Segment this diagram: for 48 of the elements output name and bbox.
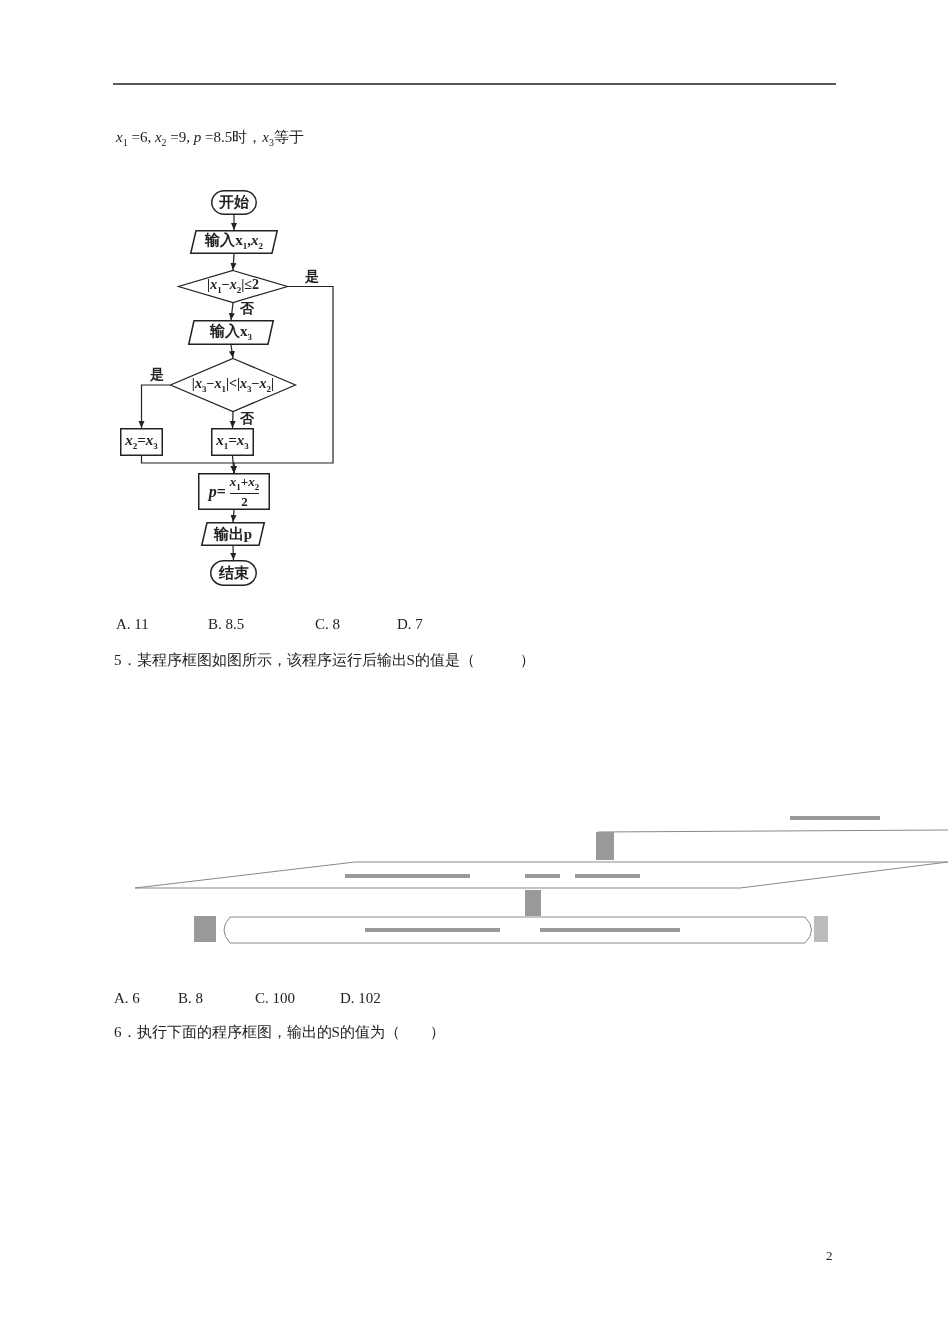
process-box [198, 473, 270, 510]
answer-option: C. 100 [255, 990, 295, 1007]
node-text: |x$_{1}$−x$_{2}$|≤2 [207, 278, 259, 295]
node-text: |x$_{3}$−x$_{1}$|<|x$_{3}$−x$_{2}$| [191, 376, 275, 394]
fraction-numerator: x$_{1}$+x$_{2}$ [229, 475, 260, 494]
formula-text: p= [208, 483, 226, 500]
question-text: 6．执行下面的程序框图，输出的S的值为（ ） [114, 1023, 445, 1042]
flow-arrow [230, 455, 237, 474]
flow-arrow [228, 344, 235, 359]
edge-label: 是 [150, 368, 164, 382]
problem-condition: x$_{1}$ =6, x$_{2}$ =9, p =8.5时，x$_{3}$等于 [116, 128, 304, 148]
flow-arrow [231, 214, 237, 231]
fraction-denominator: 2 [241, 493, 248, 508]
input-parallelogram [190, 230, 278, 254]
node-text: 输入x$_{3}$ [210, 323, 252, 342]
answer-option: B. 8.5 [208, 616, 245, 633]
decision-diamond [170, 358, 296, 412]
answer-option: C. 8 [315, 616, 340, 633]
edge-label: 否 [240, 302, 254, 316]
process-box [120, 428, 163, 456]
node-text: 输出p [213, 526, 253, 542]
answer-option: D. 102 [340, 990, 381, 1007]
flow-arrow [230, 253, 237, 271]
page-number: 2 [826, 1248, 833, 1264]
output-parallelogram [201, 522, 265, 546]
edge-label: 是 [305, 270, 319, 284]
answer-option: A. 6 [114, 990, 140, 1007]
flow-arrow [140, 455, 237, 474]
node-text: 开始 [219, 195, 249, 210]
flow-arrow [229, 411, 236, 429]
start-terminal [211, 190, 257, 215]
node-text: 结束 [218, 565, 249, 581]
flow-arrow [230, 509, 237, 523]
answer-option: A. 11 [116, 616, 149, 633]
end-terminal [210, 560, 257, 586]
flow-arrow [230, 545, 237, 561]
decision-diamond [178, 270, 288, 303]
input-parallelogram [188, 320, 274, 345]
flow-arrow [228, 302, 235, 321]
process-box [211, 428, 254, 456]
answer-option: D. 7 [397, 616, 423, 633]
flow-arrow [138, 384, 171, 429]
answer-option: B. 8 [178, 990, 203, 1007]
question-text: 5．某程序框图如图所示，该程序运行后输出S的值是（ ） [114, 651, 535, 670]
edge-label: 否 [240, 412, 254, 426]
node-text: x$_{1}$=x$_{3}$ [216, 433, 249, 451]
node-text: 输入x$_{1}$,x$_{2}$ [205, 233, 263, 251]
node-text: x$_{2}$=x$_{3}$ [125, 433, 158, 451]
